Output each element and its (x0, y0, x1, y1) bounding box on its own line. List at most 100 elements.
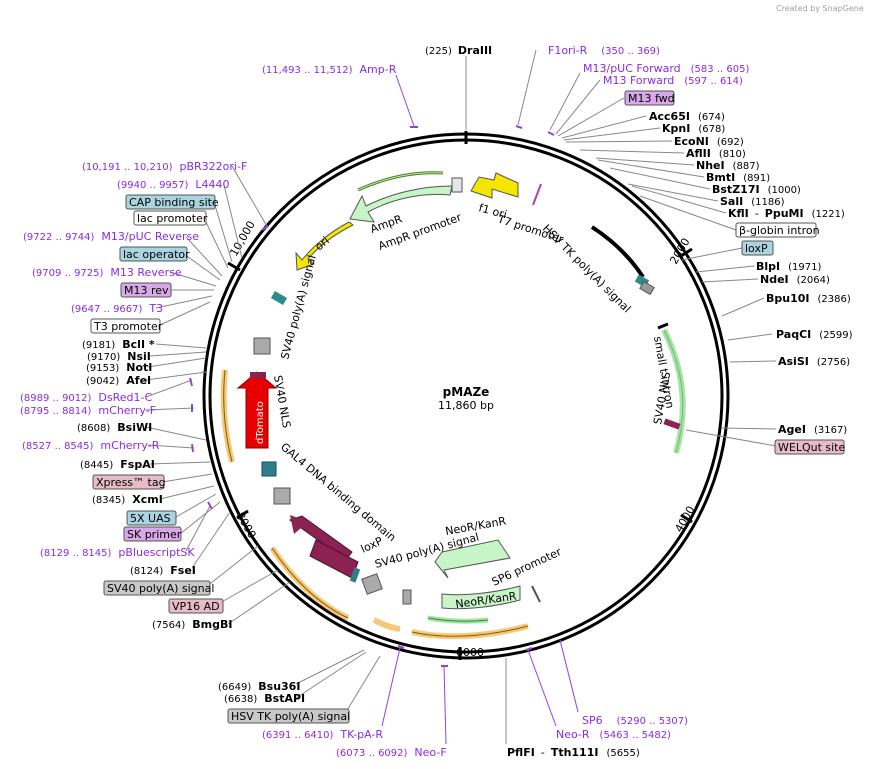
uas-feature[interactable] (261, 461, 277, 477)
label-t3-pos: (9647 .. 9667) (71, 304, 143, 315)
left-orange-outline (223, 369, 233, 463)
dtomato-label: dTomato (255, 401, 266, 444)
label-pflfi-name: PflFI (507, 746, 535, 759)
label-t3: (9647 .. 9667) T3 (71, 302, 163, 315)
label-pbr-name: pBR322ori-F (180, 160, 248, 173)
loxp-bottom-feature[interactable] (349, 567, 361, 583)
label-asisi: AsiSI(2756) (778, 355, 850, 368)
label-paqci: PaqCI(2599) (776, 328, 853, 341)
label-econi-name: EcoNI (674, 135, 709, 148)
leader-asisi (729, 360, 777, 363)
label-pbluescript-name: pBluescriptSK (118, 546, 195, 559)
label-pbluescript: (8129 .. 8145) pBluescriptSK (40, 546, 195, 559)
label-bcli: (9181)BclI * (82, 338, 155, 351)
bottom-right-orange-outline (411, 625, 529, 637)
ori-feature[interactable] (295, 221, 354, 271)
sv40-polya-left-feature[interactable] (253, 337, 271, 355)
label-sp6: SP6(5290 .. 5307) (582, 714, 688, 727)
bottom-orange-small-feature[interactable] (372, 617, 401, 632)
leader-bmti (597, 159, 705, 178)
label-acc65i-name: Acc65I (649, 110, 690, 123)
label-bstz17i-pos: (1000) (768, 185, 801, 196)
label-ndei: NdeI(2064) (760, 273, 830, 286)
leader-agei (721, 427, 777, 430)
leader-mcherryr (147, 444, 195, 449)
hsv-tk-polya-inner-label: HSV TK poly(A) signal (540, 222, 633, 315)
bglobin-label: β-globin intron (739, 224, 820, 237)
label-dsred-name: DsRed1-C (98, 391, 152, 404)
sv40-polya-bottom-feature[interactable] (361, 573, 383, 595)
leader-lacop (183, 253, 221, 281)
sv40-nls-left-feature[interactable] (250, 372, 266, 378)
welqut-label: WELQut site (778, 441, 845, 454)
leader-nhei (595, 157, 695, 166)
small-t-intron-outline (663, 329, 684, 454)
label-fsei: (8124)FseI (130, 564, 196, 577)
sv40-nls-right-feature[interactable] (639, 280, 655, 296)
ampr-orf-arc-highlight (357, 172, 444, 191)
label-bstapi: (6638)BstAPI (224, 692, 305, 705)
hsv-tk-polya-feature[interactable] (590, 225, 645, 279)
label-nsii: (9170) NsiI (87, 350, 151, 363)
hsv-tk-polya-box-label: HSV TK poly(A) signal (231, 710, 350, 723)
label-blpi: BlpI(1971) (756, 260, 821, 273)
leader-f1ori (517, 49, 537, 126)
label-dsred-pos: (8989 .. 9012) (20, 393, 92, 404)
label-bsu36i-pos: (6649) (218, 682, 251, 693)
label-f1ori: F1ori-R(350 .. 369) (548, 44, 660, 57)
mark-dsred (189, 377, 193, 387)
label-xcmi-name: XcmI (132, 493, 163, 506)
lac-operator-box (119, 246, 188, 262)
label-dsred: (8989 .. 9012) DsRed1-C (20, 391, 152, 404)
sp6-promoter-mark (531, 585, 541, 603)
tick-marks (227, 131, 693, 660)
label-ampr-name: Amp-R (360, 63, 397, 76)
label-noti: (9153)NotI (86, 361, 152, 374)
welqut-box (774, 439, 845, 455)
label-nsii-pos: (9170) (87, 352, 120, 363)
leader-uas (175, 493, 217, 518)
neokanr-top-feature[interactable] (434, 539, 511, 579)
ampr-feature[interactable] (349, 185, 453, 223)
cap-label: CAP binding site (129, 196, 219, 209)
label-paqci-name: PaqCI (776, 328, 811, 341)
leader-lacpromoter (203, 217, 229, 269)
label-mcherryr-pos: (8527 .. 8545) (22, 441, 94, 452)
label-t3-name: T3 (148, 302, 163, 315)
label-asisi-pos: (2756) (817, 357, 850, 368)
label-pbluescript-pos: (8129 .. 8145) (40, 548, 112, 559)
leader-loxp (681, 247, 743, 261)
label-pbr: (10,191 .. 10,210)pBR322ori-F (82, 160, 247, 173)
vp16-feature[interactable] (273, 487, 291, 505)
leader-nsii (149, 351, 207, 357)
plasmid-name: pMAZe (443, 385, 490, 399)
loxp-inner-label: loxP (359, 534, 385, 555)
xpress-label: Xpress™ tag (96, 476, 166, 489)
label-m13puc-fwd: M13/pUC Forward(583 .. 605) (583, 62, 749, 75)
label-fspai-name: FspAI (120, 458, 155, 471)
leader-m13rev (169, 271, 217, 287)
f1-ori-feature[interactable] (470, 172, 519, 199)
mark-tkpa (397, 645, 405, 649)
dtomato-feature[interactable] (236, 371, 278, 449)
ampr-promoter-feature[interactable] (451, 177, 463, 193)
bglobin-box (735, 222, 817, 238)
label-acc65i-pos: (674) (698, 112, 725, 123)
neokanr-bottom-label: NeoR/KanR (455, 589, 518, 610)
label-nsii-name: NsiI (127, 350, 151, 363)
neokanr-bottom-feature[interactable] (441, 585, 521, 610)
label-kfli-sep: - (755, 207, 759, 220)
uas-label: 5X UAS (130, 512, 171, 525)
label-m13puc-rev-name: M13/pUC Reverse (101, 230, 199, 243)
label-bpu10i-name: Bpu10I (766, 292, 810, 305)
sv40-polya-box (103, 580, 211, 596)
lox-left-feature[interactable] (270, 291, 288, 305)
uas-box (126, 510, 177, 526)
label-m13-fwd-pos: (597 .. 614) (684, 76, 743, 87)
lac-promoter-label: lac promoter (137, 212, 208, 225)
label-fspai: (8445)FspAI (80, 458, 155, 471)
label-agei-name: AgeI (778, 423, 806, 436)
sv40-ori-bottom-feature[interactable] (402, 589, 412, 605)
sv40-polya-box-label: SV40 poly(A) signal (107, 582, 214, 595)
